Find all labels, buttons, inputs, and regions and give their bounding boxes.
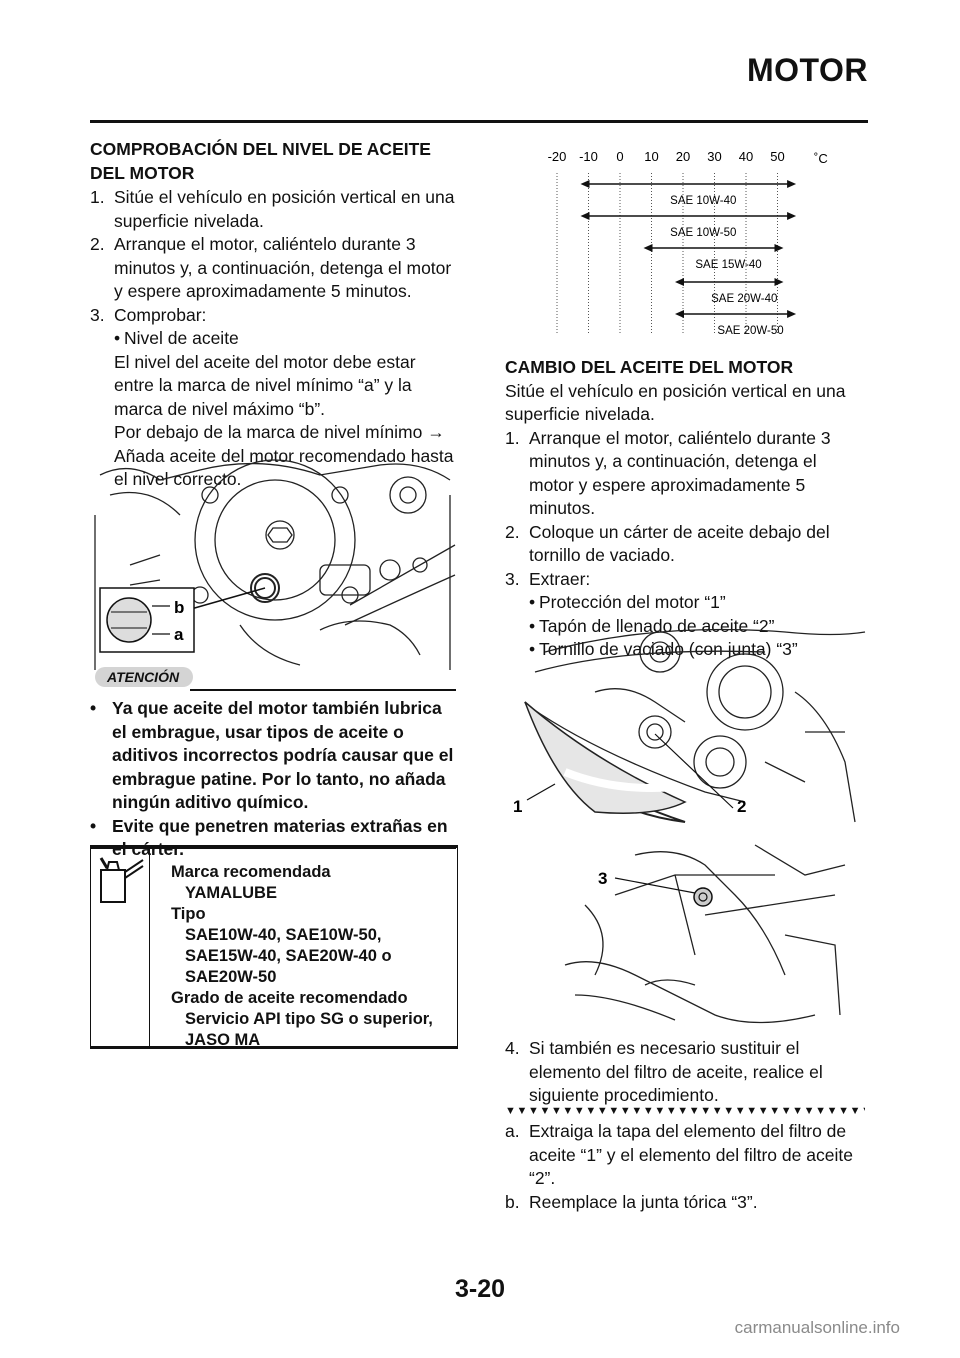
intro-text: Sitúe el vehículo en posición vertical e… [505,380,846,425]
r-step-3: 3.Extraer: [505,568,591,589]
check-text-1: El nivel del aceite del motor debe estar… [114,351,416,419]
r-step-4: 4.Si también es necesario sustituir el e… [505,1038,823,1105]
caution-label: ATENCIÓN [95,667,194,687]
spec-grade-value: Servicio API tipo SG o superior, JASO MA [185,1010,433,1049]
step-2: 2.Arranque el motor, caliéntelo durante … [90,234,452,301]
spec-icon-cell [91,848,150,1046]
grade-arrowhead [787,180,797,188]
drain-bolt-figure: 3 [564,844,846,1024]
label-2: 2 [737,797,746,816]
section-heading: COMPROBACIÓN DEL NIVEL DE ACEITE DEL MOT… [90,139,431,183]
sub-step-a: a.Extraiga la tapa del elemento del filt… [505,1121,853,1188]
label-1: 1 [513,797,522,816]
r-step-2: 2.Coloque un cárter de aceite debajo del… [505,521,830,566]
grade-label: SAE 10W-40 [670,195,736,207]
page-number: 3-20 [454,1275,506,1303]
chart-unit: ˚C [814,151,828,166]
label-b: b [174,598,184,617]
spec-type-value: SAE10W-40, SAE10W-50, SAE15W-40, SAE20W-… [185,926,392,986]
step-1: 1.Sitúe el vehículo en posición vertical… [90,187,455,231]
spec-brand-label: Marca recomendada [171,863,331,881]
chart-tick-label: 30 [707,149,721,164]
caution-header: ATENCIÓN [90,667,456,691]
remove-item-1: •Protección del motor “1” [529,592,726,612]
grade-arrowhead [580,180,590,188]
spec-brand-value: YAMALUBE [185,884,277,902]
grade-arrowhead [643,244,653,252]
caution-item-1: •Ya que aceite del motor también lubrica… [90,698,454,812]
spec-grade-label: Grado de aceite recomendado [171,989,408,1007]
remove-item-3: •Tornillo de vaciado (con junta) “3” [529,639,798,659]
grade-label: SAE 15W-40 [695,259,761,271]
grade-arrowhead [774,278,784,286]
chart-tick-label: 40 [739,149,753,164]
left-column: COMPROBACIÓN DEL NIVEL DE ACEITE DEL MOT… [90,138,460,492]
caution-end-rule [90,847,456,849]
sub-step-b: b.Reemplace la junta tórica “3”. [505,1191,758,1212]
chart-tick-label: 10 [644,149,658,164]
chart-tick-label: -20 [548,149,567,164]
spec-box: Marca recomendada YAMALUBE Tipo SAE10W-4… [90,845,458,1049]
grade-label: SAE 10W-50 [670,227,736,239]
label-3: 3 [598,869,607,888]
page-title: MOTOR [746,52,868,88]
sub-steps: a.Extraiga la tapa del elemento del filt… [505,1120,865,1214]
watermark: carmanualsonline.info [734,1318,900,1337]
caution-rule [190,689,456,691]
oil-can-icon [99,857,144,903]
chart-tick-label: 20 [676,149,690,164]
grade-arrowhead [787,212,797,220]
header-rule [90,120,868,123]
chart-tick-label: -10 [579,149,598,164]
grade-arrowhead [580,212,590,220]
check-bullet: •Nivel de aceite [114,328,239,348]
label-a: a [174,625,184,644]
spec-type-label: Tipo [171,905,206,923]
chart-tick-label: 0 [616,149,623,164]
step-4-block: 4.Si también es necesario sustituir el e… [505,1037,865,1108]
engine-guard-figure: 1 2 [513,628,866,823]
triangle-divider: ▼▼▼▼▼▼▼▼▼▼▼▼▼▼▼▼▼▼▼▼▼▼▼▼▼▼▼▼▼▼▼▼▼▼▼▼▼ [505,1105,865,1117]
check-text-2: Por debajo de la marca de nivel mínimo →… [114,422,454,489]
caution-body: •Ya que aceite del motor también lubrica… [90,697,460,862]
section-heading-2: CAMBIO DEL ACEITE DEL MOTOR [505,357,794,377]
r-step-1: 1.Arranque el motor, caliéntelo durante … [505,427,831,519]
grade-arrowhead [675,278,684,286]
caution-item-2: •Evite que penetren materias extrañas en… [90,815,448,860]
engine-oil-level-figure: b a [94,459,456,670]
grade-arrowhead [787,310,797,318]
grade-label: SAE 20W-40 [711,293,777,305]
right-column: CAMBIO DEL ACEITE DEL MOTOR Sitúe el veh… [505,356,865,662]
grade-arrowhead [774,244,784,252]
chart-tick-label: 50 [770,149,784,164]
step-3: 3.Comprobar: [90,304,207,325]
grade-arrowhead [675,310,684,318]
spec-text: Marca recomendada YAMALUBE Tipo SAE10W-4… [171,862,453,1051]
grade-label: SAE 20W-50 [717,325,783,337]
remove-item-2: •Tapón de llenado de aceite “2” [529,615,775,636]
